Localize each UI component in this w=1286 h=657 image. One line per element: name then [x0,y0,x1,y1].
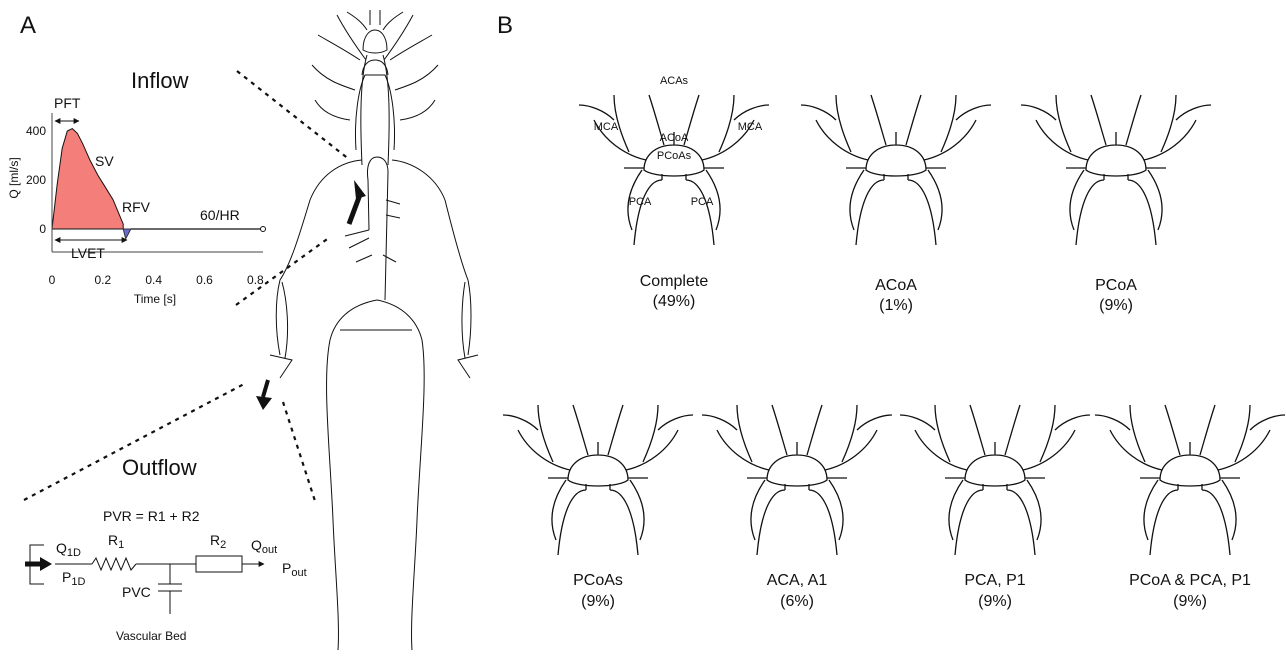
outlet-arrow [263,380,268,397]
variant-name: PCoA & PCA, P1 [1129,572,1251,589]
pvr-equation: PVR = R1 + R2 [103,508,200,524]
outflow-callout-left [24,384,244,500]
inlet-bracket [30,545,44,560]
variant-pct: (9%) [581,593,615,610]
r1-resistor [92,558,136,570]
mca-right-label: MCA [738,121,763,133]
inflow-callout-bottom [236,237,330,305]
outflow-callout-right [283,402,315,501]
variant-pct: (49%) [653,293,696,310]
variant-aca-a1: ACA, A1 (6%) [702,405,892,610]
reflux-area [123,229,131,239]
q-in-label: Q1D [56,540,81,559]
lower-body-outline [327,300,425,650]
x-tick-label: 0.6 [196,273,213,287]
pca-left-label: PCA [629,196,652,208]
outlet-arrow-head [256,396,272,410]
cow-diagram [702,405,892,555]
inflow-xlabel: Time [s] [134,292,176,306]
lvet-label: LVET [71,245,105,261]
cow-diagram [503,405,693,555]
p-out-label: Pout [282,560,307,579]
mca-left-label: MCA [594,121,619,133]
variant-pca-p1: PCA, P1 (9%) [900,405,1090,610]
windkessel-circuit: Q1D P1D R1 R2 Qout Pout PVC Vascular Bed [25,532,307,643]
cow-diagram [1021,95,1211,245]
variant-pct: (9%) [978,593,1012,610]
variant-name: Complete [640,273,709,290]
head-vessels [312,10,438,165]
vascular-bed-label: Vascular Bed [116,629,186,643]
variant-name: PCoA [1095,277,1137,294]
upper-body-outline [270,160,478,378]
variant-acoa: ACoA (1%) [801,95,991,314]
x-tick-label: 0 [49,273,56,287]
cow-diagram [1095,405,1285,555]
variant-complete: ACAs MCA MCA ACoA PCoAs PCA PCA Complete… [579,75,769,310]
inflow-ylabel: Q [ml/s] [7,157,21,198]
pcoas-label: PCoAs [657,150,692,162]
x-ticks: 0 0.2 0.4 0.6 0.8 [49,273,264,287]
y-ticks: 400 200 0 [26,124,46,236]
aortic-arch [367,157,388,300]
p-in-label: P1D [62,569,85,588]
variant-pct: (9%) [1173,593,1207,610]
variant-pct: (6%) [780,593,814,610]
rfv-label: RFV [122,199,151,215]
inflow-title: Inflow [131,68,189,93]
acoa-label: ACoA [660,132,689,144]
hr-label: 60/HR [200,207,240,223]
acas-label: ACAs [660,75,689,87]
x-tick-label: 0.8 [247,273,264,287]
variant-pcoa: PCoA (9%) [1021,95,1211,314]
variant-name: ACoA [875,277,917,294]
period-end-marker [261,227,266,232]
variant-pcoas: PCoAs (9%) [503,405,693,610]
panel-a-label: A [20,12,36,39]
circle-of-willis-small [363,30,387,53]
q-out-label: Qout [251,537,277,556]
r1-label: R1 [108,532,124,551]
pvc-label: PVC [122,584,151,600]
y-tick-label: 200 [26,173,46,187]
r2-label: R2 [210,532,226,551]
panel-b-label: B [497,12,513,39]
pca-right-label: PCA [691,196,714,208]
y-tick-label: 400 [26,124,46,138]
y-tick-label: 0 [39,222,46,236]
r2-resistor [196,556,242,572]
variant-pct: (9%) [1099,297,1133,314]
variant-name: PCA, P1 [964,572,1025,589]
outflow-title: Outflow [122,455,197,480]
x-tick-label: 0.4 [145,273,162,287]
arterial-tree-drawing [270,10,478,650]
cow-diagram [801,95,991,245]
sv-label: SV [95,153,114,169]
cow-diagram [579,95,769,245]
variant-pct: (1%) [879,297,913,314]
variant-pcoa-pca-p1: PCoA & PCA, P1 (9%) [1095,405,1285,610]
inlet-arrow-head [354,180,366,199]
cow-diagram [900,405,1090,555]
ejection-area [52,129,123,229]
pft-label: PFT [54,95,81,111]
variant-name: PCoAs [573,572,623,589]
inflow-arrow-head [40,557,52,571]
x-tick-label: 0.2 [94,273,111,287]
variant-name: ACA, A1 [767,572,828,589]
